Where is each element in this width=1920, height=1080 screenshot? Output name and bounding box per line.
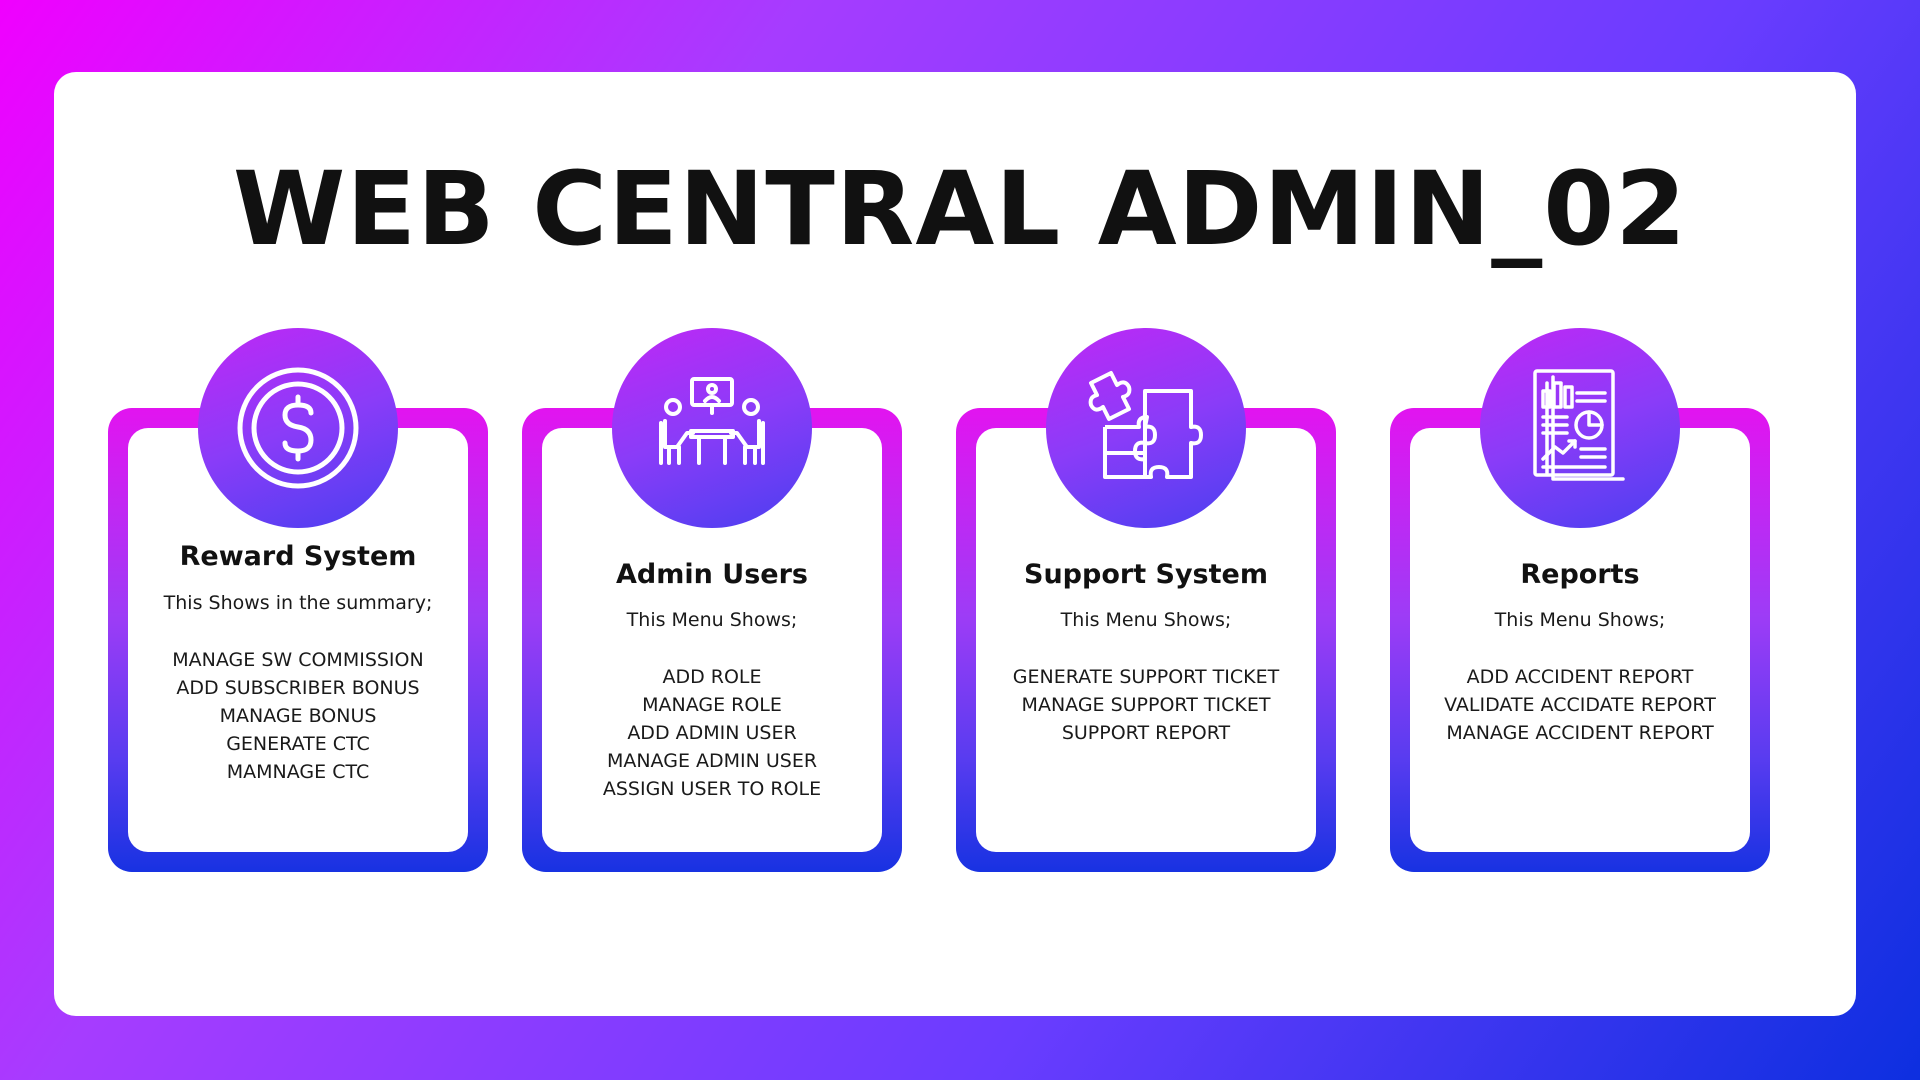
card-menu-list: MANAGE SW COMMISSION ADD SUBSCRIBER BONU… <box>108 646 488 786</box>
page-title: WEB CENTRAL ADMIN_02 <box>232 150 1688 269</box>
card-subtitle: This Menu Shows; <box>626 609 798 631</box>
list-item: GENERATE CTC <box>226 733 370 755</box>
card-menu-list: ADD ROLE MANAGE ROLE ADD ADMIN USER MANA… <box>522 663 902 803</box>
card-title: Admin Users <box>616 559 808 590</box>
meeting-icon <box>612 328 812 528</box>
puzzle-icon <box>1046 328 1246 528</box>
card-title: Reward System <box>179 541 417 572</box>
report-icon <box>1480 328 1680 528</box>
list-item: VALIDATE ACCIDATE REPORT <box>1444 694 1716 716</box>
list-item: MANAGE BONUS <box>219 705 377 727</box>
dollar-coin-icon <box>198 328 398 528</box>
list-item: ADD ADMIN USER <box>627 722 797 744</box>
card-menu-list: ADD ACCIDENT REPORT VALIDATE ACCIDATE RE… <box>1390 663 1770 747</box>
list-item: ASSIGN USER TO ROLE <box>602 778 822 800</box>
list-item: ADD ACCIDENT REPORT <box>1466 666 1694 688</box>
list-item: MANAGE ADMIN USER <box>606 750 818 772</box>
list-item: GENERATE SUPPORT TICKET <box>1012 666 1280 688</box>
list-item: MAMNAGE CTC <box>226 761 370 783</box>
card-subtitle: This Menu Shows; <box>1060 609 1232 631</box>
list-item: SUPPORT REPORT <box>1061 722 1231 744</box>
list-item: MANAGE SW COMMISSION <box>172 649 424 671</box>
card-title: Reports <box>1520 559 1640 590</box>
list-item: MANAGE ROLE <box>642 694 782 716</box>
card-subtitle: This Shows in the summary; <box>163 592 433 614</box>
list-item: MANAGE ACCIDENT REPORT <box>1446 722 1714 744</box>
card-menu-list: GENERATE SUPPORT TICKET MANAGE SUPPORT T… <box>956 663 1336 747</box>
card-title: Support System <box>1024 559 1268 590</box>
list-item: ADD SUBSCRIBER BONUS <box>176 677 420 699</box>
list-item: MANAGE SUPPORT TICKET <box>1021 694 1271 716</box>
list-item: ADD ROLE <box>662 666 762 688</box>
card-subtitle: This Menu Shows; <box>1494 609 1666 631</box>
